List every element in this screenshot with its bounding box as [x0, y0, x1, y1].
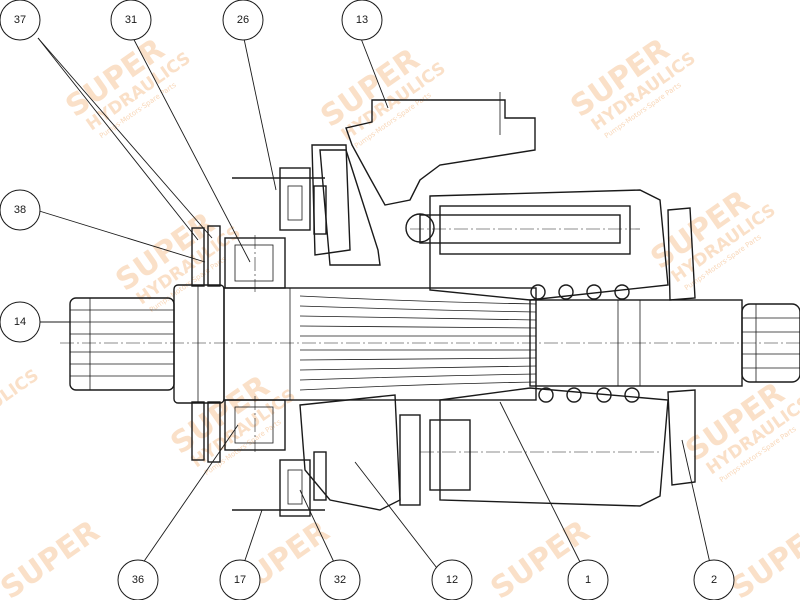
callout-label: 14 [14, 316, 26, 328]
svg-text:ULICS: ULICS [0, 366, 43, 415]
callout-37: 37 [0, 0, 41, 41]
callout-36: 36 [117, 559, 159, 600]
callout-label: 32 [334, 574, 346, 586]
leader-lines [35, 33, 713, 576]
watermark-logo: ULICS [0, 366, 43, 415]
callout-label: 12 [446, 574, 458, 586]
callout-label: 36 [132, 574, 144, 586]
watermark-logo: SUPER HYDRAULICS Pumps·Motors·Spare Part… [680, 376, 800, 484]
callout-26: 26 [222, 0, 264, 41]
callout-label: 13 [356, 14, 368, 26]
watermark-logo: SUPER HYDRAULICS Pumps·Motors·Spare Part… [60, 32, 195, 140]
svg-text:SUPER: SUPER [725, 514, 800, 600]
screw-lower [232, 451, 327, 517]
callout-31: 31 [110, 0, 152, 41]
watermark-logo: SUPER HYDRAULICS Pumps·Motors·Spare Part… [645, 184, 780, 292]
watermark-logo: SUPER HYDRAULICS Pumps·Motors·Spare Part… [315, 42, 450, 150]
bearing-lower [224, 396, 286, 452]
spring-lower [538, 387, 640, 403]
end-plate [667, 207, 696, 486]
right-shaft [529, 299, 800, 387]
svg-text:SUPER: SUPER [0, 514, 106, 600]
callout-32: 32 [319, 559, 361, 600]
callout-label: 38 [14, 204, 26, 216]
retaining-ring-lower [191, 401, 221, 463]
cylinder-block-lower [420, 387, 669, 507]
drive-shaft [223, 287, 537, 401]
watermark-group: SUPER HYDRAULICS Pumps·Motors·Spare Part… [0, 32, 800, 600]
callout-13: 13 [341, 0, 383, 41]
retaining-ring-upper [191, 225, 221, 287]
callout-label: 17 [234, 574, 246, 586]
watermark-logo: SUPER [0, 514, 106, 600]
callout-1: 1 [567, 559, 609, 600]
cylinder-block-upper [405, 189, 669, 301]
spring-upper [530, 284, 630, 300]
housing-lower [299, 394, 421, 511]
callout-17: 17 [219, 559, 261, 600]
callout-label: 2 [711, 574, 717, 586]
watermark-logo: SUPER [725, 514, 800, 600]
callout-label: 37 [14, 14, 26, 26]
callout-label: 26 [237, 14, 249, 26]
callout-12: 12 [431, 559, 473, 600]
watermark-logo: SUPER HYDRAULICS Pumps·Motors·Spare Part… [110, 206, 245, 314]
left-spline-shaft [69, 284, 225, 404]
callout-label: 31 [125, 14, 137, 26]
watermark-logo: SUPER HYDRAULICS Pumps·Motors·Spare Part… [165, 369, 300, 477]
housing-flange-upper [311, 92, 536, 266]
bearing-upper [224, 235, 286, 292]
callout-label: 1 [585, 574, 591, 586]
screw-upper [232, 167, 327, 235]
callout-14: 14 [0, 301, 41, 343]
callout-2: 2 [693, 559, 735, 600]
watermark-logo: SUPER HYDRAULICS Pumps·Motors·Spare Part… [565, 32, 700, 140]
callout-38: 38 [0, 189, 41, 231]
